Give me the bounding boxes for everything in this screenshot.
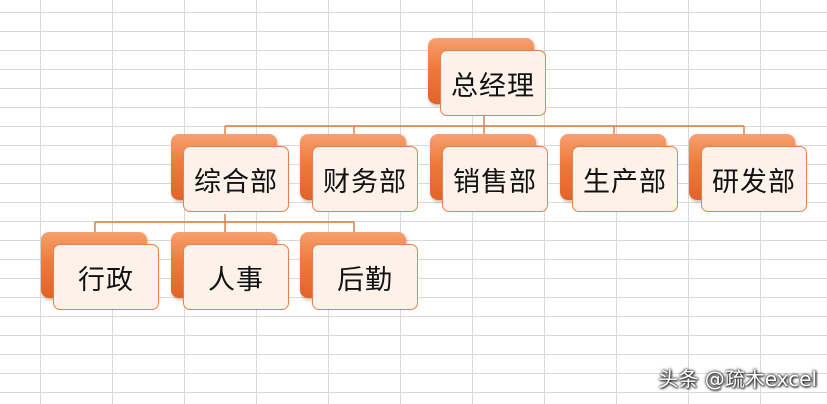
node-department-label: 生产部 bbox=[572, 146, 678, 212]
node-sub-unit[interactable]: 人事 bbox=[171, 232, 289, 312]
node-sub-unit-label: 行政 bbox=[53, 244, 159, 310]
node-department-label: 销售部 bbox=[442, 146, 548, 212]
watermark-text: 头条 @疏木excel bbox=[658, 367, 817, 391]
node-department-label: 研发部 bbox=[701, 146, 807, 212]
node-department[interactable]: 销售部 bbox=[430, 134, 548, 214]
node-sub-unit-label: 人事 bbox=[183, 244, 289, 310]
node-root[interactable]: 总经理 bbox=[428, 38, 546, 118]
node-sub-unit[interactable]: 行政 bbox=[41, 232, 159, 312]
node-sub-unit-label: 后勤 bbox=[312, 244, 418, 310]
node-department[interactable]: 综合部 bbox=[171, 134, 289, 214]
node-department[interactable]: 生产部 bbox=[560, 134, 678, 214]
node-department-label: 综合部 bbox=[183, 146, 289, 212]
node-sub-unit[interactable]: 后勤 bbox=[300, 232, 418, 312]
node-department[interactable]: 财务部 bbox=[300, 134, 418, 214]
node-department-label: 财务部 bbox=[312, 146, 418, 212]
node-root-label: 总经理 bbox=[440, 50, 546, 116]
node-department[interactable]: 研发部 bbox=[689, 134, 807, 214]
